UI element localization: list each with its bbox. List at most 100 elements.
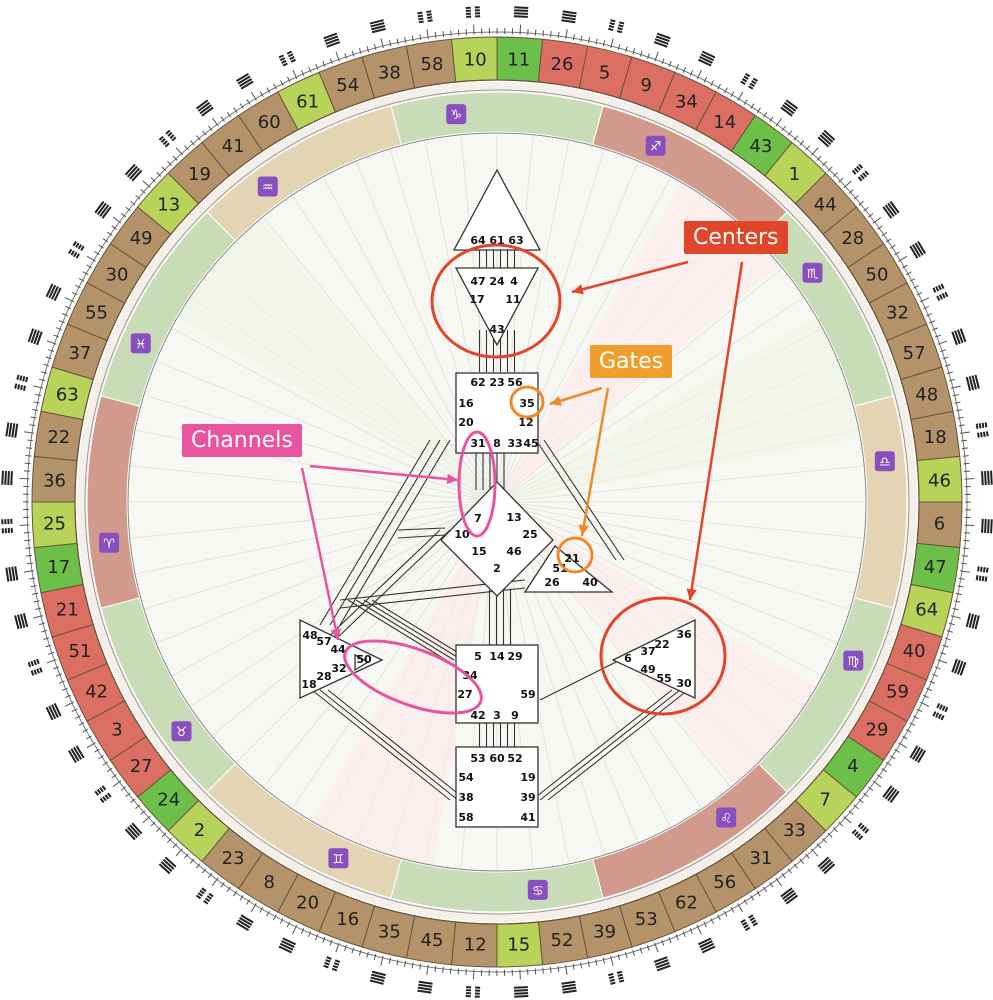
hexagram-line [16,374,20,381]
root-gate-label: 52 [507,752,522,765]
gate-ring-number: 39 [593,922,616,943]
hexagram-line [981,576,985,582]
tick [135,804,141,809]
tick [195,863,201,869]
tick [610,955,614,966]
hexagram-line [741,78,748,83]
channels-arrow-1-head [446,473,458,485]
tick [150,821,156,827]
tick [125,206,131,212]
channel-line [363,599,463,661]
tick [957,416,964,419]
gate-ring-number: 11 [507,50,530,71]
channels-circle-1 [457,430,497,538]
hexagram-line [740,919,746,924]
hexagram-line [67,749,77,763]
heart-gate-label: 21 [564,552,579,565]
tick [86,255,96,262]
tick [838,177,844,183]
tick [689,928,693,934]
virgo-icon: ♍ [847,655,859,670]
tick [675,63,679,70]
hexagram-line [466,986,472,989]
root-gate-label: 60 [489,752,505,765]
libra-icon: ♎ [879,455,891,470]
hexagram-line [160,861,173,872]
tick [25,547,32,549]
tick [799,140,805,146]
tint-wedge [497,318,860,502]
hexagram-line [474,9,480,12]
solar_plexus-gate-label: 22 [654,638,669,651]
tick [703,76,708,83]
hexagram-line [562,989,577,994]
tick [41,371,48,374]
hexagram-line [513,12,529,15]
hexagram-icon [909,745,927,763]
tick [932,673,938,677]
hexagram-line [17,384,21,390]
hexagram-line [101,785,107,791]
tick [950,385,961,389]
gate-ring-number: 45 [421,930,444,951]
gate-ring-number: 7 [820,790,831,811]
gate-ring-number: 24 [157,790,180,811]
hexagram-line [984,422,988,428]
tick [43,363,50,367]
tick [322,937,326,943]
hexagram-icon [195,99,214,117]
hexagram-line [823,863,836,875]
solar_plexus-gate-label: 36 [676,628,692,641]
hexagram-line [39,667,43,673]
hexagram-line [819,858,832,870]
tick [33,385,44,389]
tick [30,416,37,419]
aries-icon [99,532,120,553]
hexagram-line [914,748,924,762]
gate-ring-number: 8 [264,872,275,893]
hexagram-line [99,204,110,217]
tick [942,356,949,360]
hexagram-line [783,101,797,112]
tick [250,91,257,101]
sacral-gate-label: 27 [457,688,472,701]
hexagram-line [208,892,214,898]
tick [102,238,109,243]
hexagram-line [701,50,716,59]
gate-ring-number: 10 [464,50,487,71]
tick [853,804,859,810]
tick [913,715,919,720]
gate-ring-number: 54 [336,75,359,96]
hexagram-line [199,889,205,895]
tick [890,244,896,249]
hexagram-line [281,59,287,64]
hexagram-icon [369,970,386,985]
tick [335,51,340,62]
hexagram-line [465,12,472,15]
tick [885,238,892,243]
tick [942,644,949,648]
tick [46,340,57,345]
tick [315,63,319,70]
ajna-gate-label: 47 [470,275,485,288]
hexagram-line [744,72,751,78]
tick [549,966,552,973]
tick [867,786,874,792]
tick [388,40,392,47]
tick [572,34,575,41]
hexagram-line [164,856,177,868]
hexagram-line [882,785,893,798]
gate-ring-number: 52 [551,930,574,951]
tick [905,728,912,733]
tick [239,895,244,901]
hexagram-line [474,995,480,998]
tick [810,848,819,857]
hexagram-line [417,11,423,15]
hexagram-line [279,942,294,951]
hexagram-line [561,983,576,988]
hexagram-line [418,20,424,24]
tick [696,69,702,80]
tick [106,767,113,773]
